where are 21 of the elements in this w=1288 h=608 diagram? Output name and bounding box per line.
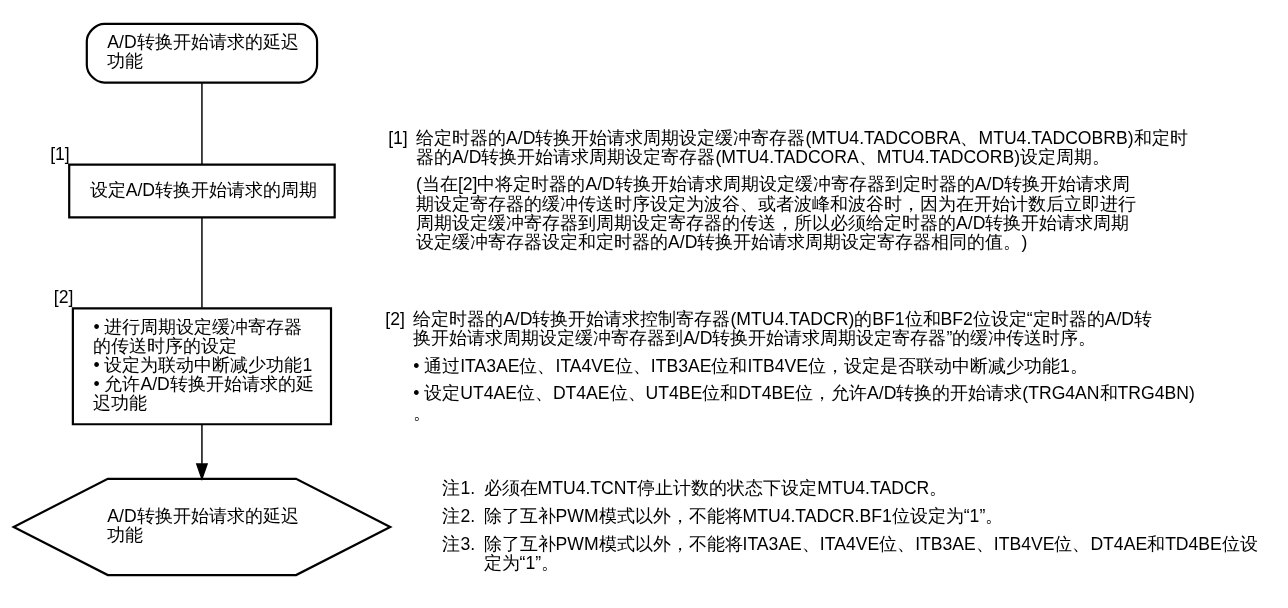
arrow [195,423,209,481]
label: • 通过ITA3AE位、ITA4VE位、ITB3AE位和ITB4VE位，设定是否联动中断减少功能1。 [413,355,1088,376]
label: [2] [385,308,405,329]
label: (当在[2]中将定时器的A/D转换开始请求周期设定缓冲寄存器到定时器的A/D转换开始请求周期设定寄存器的缓冲传送时序设定为波谷、或者波峰和波谷时，因为在开始计数后立即进行周期设定缓冲寄存器到周期设定寄存器的传送，所以必须给定时器的A/D转换开始请求周期设定缓冲寄存器设定和定时器的A/D转换开始请求周期设定寄存器相同的值。) [416,174,1137,252]
label: 除了互补PWM模式以外，不能将ITA3AE、ITA4VE位、ITB3AE、ITB4VE位、DT4AE和TD4BE位设定为“1”。 [483,533,1258,573]
node-label: [1] [50,143,70,164]
node-box: A/D转换开始请求的延迟功能 [85,22,319,84]
label: 给定时器的A/D转换开始请求周期设定缓冲寄存器(MTU4.TADCOBRA、MTU4.TADCOBRB)和定时器的A/D转换开始请求周期设定寄存器(MTU4.TADCORA、MTU4.TADCORB)设定周期。 [416,127,1188,167]
label: 必须在MTU4.TCNT停止计数的状态下设定MTU4.TADCR。 [483,478,948,499]
label: 注3. [442,533,476,554]
label: 注2. [442,505,476,526]
label: 注1. [442,478,476,499]
label: 给定时器的A/D转换开始请求控制寄存器(MTU4.TADCR)的BF1位和BF2位设定“定时器的A/D转换开始请求周期设定缓冲寄存器到A/D转换开始请求周期设定寄存器”的缓冲传送时序。 [413,308,1152,348]
label: 除了互补PWM模式以外，不能将MTU4.TADCR.BF1位设定为“1”。 [483,505,1004,526]
node-box: 设定A/D转换开始请求的周期 [68,163,336,219]
connector [201,216,203,309]
node-box: • 进行周期设定缓冲寄存器的传送时序的设定 • 设定为联动中断减少功能1 • 允许A/D转换开始请求的延迟功能 [71,307,333,426]
label: [1] [388,127,408,148]
connector [201,81,203,166]
node-label: [2] [53,287,74,308]
label: • 设定UT4AE位、DT4AE位、UT4BE位和DT4BE位，允许A/D转换的开始请求(TRG4AN和TRG4BN)。 [413,383,1195,423]
